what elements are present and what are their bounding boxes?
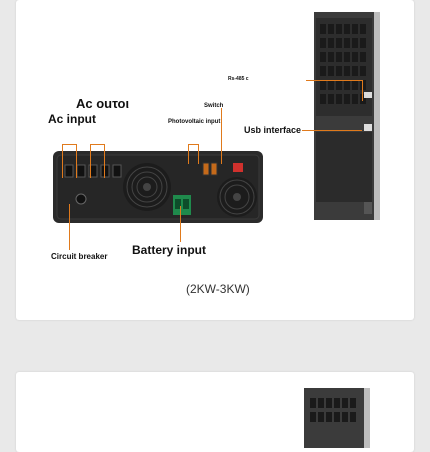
rs485-label: Rs-485 c (228, 76, 249, 82)
circuit-breaker-label: Circuit breaker (51, 252, 108, 261)
pv-leg-1 (188, 144, 189, 164)
usb-callout-line (302, 130, 362, 131)
ac-input-label: Ac input (48, 112, 96, 126)
breaker-leg (69, 204, 70, 250)
rs485-callout-line-vert (362, 80, 363, 101)
switch-leg (221, 108, 222, 164)
model-caption: (2KW-3KW) (186, 282, 250, 296)
ac-input-bracket (62, 144, 76, 145)
ac-output-leg-2 (104, 144, 105, 178)
switch-label: Switch (204, 103, 224, 109)
ac-input-leg-1 (62, 144, 63, 178)
inverter-side-panel (314, 12, 380, 220)
ac-output-bracket (90, 144, 104, 145)
pv-bracket (188, 144, 198, 145)
photovoltaic-input-label: Photovoltaic input (168, 119, 221, 125)
inverter-front-panel (53, 151, 263, 223)
pv-leg-2 (198, 144, 199, 164)
rs485-callout-line (306, 80, 362, 81)
ac-input-leg-2 (76, 144, 77, 178)
battery-input-label: Battery input (132, 243, 207, 257)
ac-output-leg-1 (90, 144, 91, 178)
product-card: Rs-485 c Usb interface Ac ouτοι Ac input… (16, 0, 414, 320)
usb-interface-label: Usb interface (244, 125, 302, 135)
product-card-2 (16, 372, 414, 452)
battery-leg (180, 206, 181, 242)
ac-output-label: Ac ouτοι (76, 96, 130, 111)
inverter-side-panel-2 (304, 388, 370, 448)
